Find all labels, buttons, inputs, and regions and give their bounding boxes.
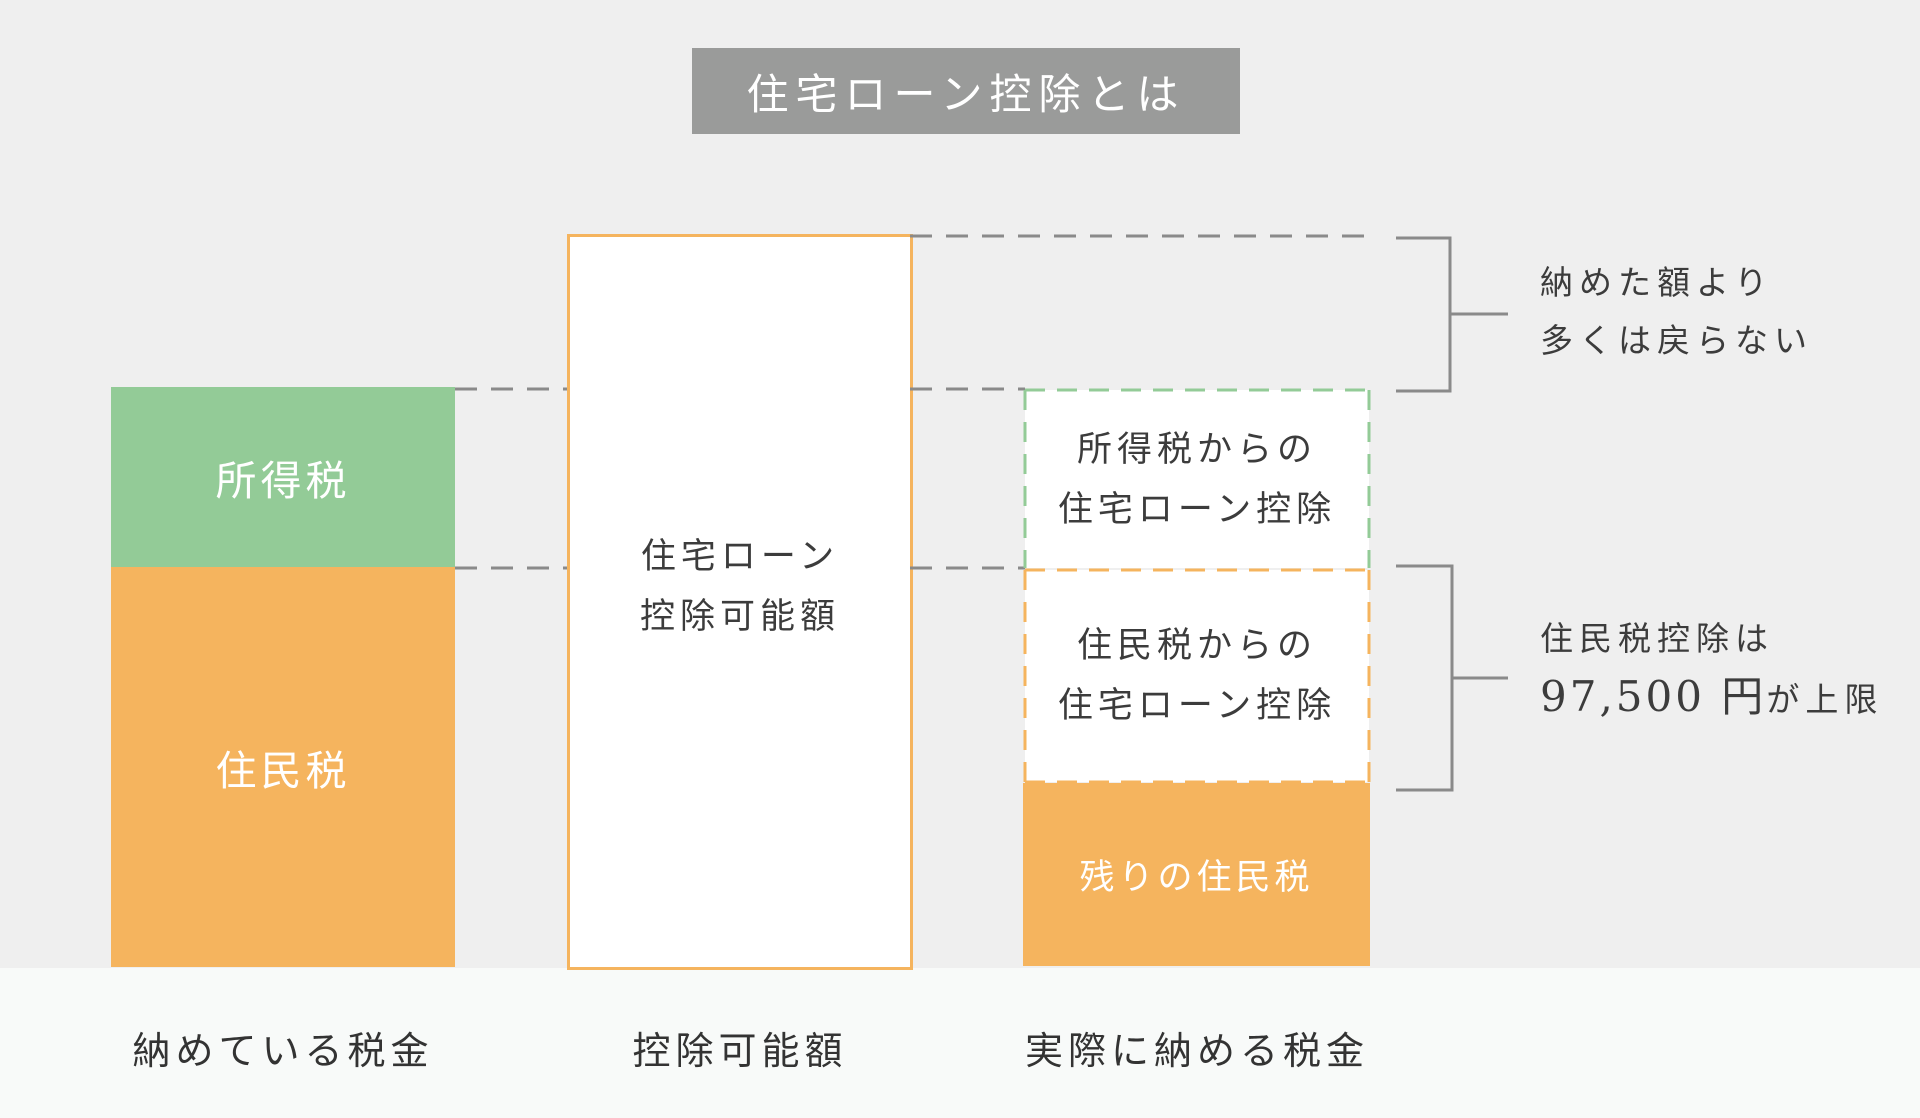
column-label-paid: 納めている税金 xyxy=(132,1029,434,1073)
deductible-text-line1: 住宅ローン xyxy=(640,537,840,577)
note-top-line2: 多くは戻らない xyxy=(1540,321,1813,360)
deductible-amount-block: 住宅ローン 控除可能額 xyxy=(567,234,913,970)
resident-tax-deduction-block: 住民税からの 住宅ローン控除 xyxy=(1025,570,1369,782)
note-resident-cap: 住民税控除は 97,500 円が上限 xyxy=(1540,610,1883,729)
income-deduction-line1: 所得税からの xyxy=(1076,430,1317,470)
page-title: 住宅ローン控除とは xyxy=(692,48,1240,134)
deductible-text: 住宅ローン 控除可能額 xyxy=(570,527,910,647)
income-tax-deduction-text: 所得税からの 住宅ローン控除 xyxy=(1025,420,1369,540)
column-label-actual: 実際に納める税金 xyxy=(1024,1029,1369,1073)
income-tax-deduction-block: 所得税からの 住宅ローン控除 xyxy=(1025,390,1369,568)
income-tax-block: 所得税 xyxy=(111,387,455,567)
column-label-deductible: 控除可能額 xyxy=(632,1029,848,1073)
cap-amount: 97,500 円 xyxy=(1540,672,1767,721)
income-tax-label: 所得税 xyxy=(215,457,351,505)
deductible-text-line2: 控除可能額 xyxy=(639,597,840,637)
income-deduction-line2: 住宅ローン控除 xyxy=(1057,490,1337,530)
resident-tax-block: 住民税 xyxy=(111,567,455,967)
remaining-resident-tax-block: 残りの住民税 xyxy=(1023,783,1370,966)
bracket-bottom xyxy=(1396,564,1454,792)
bracket-top xyxy=(1396,236,1452,393)
footer-band xyxy=(0,968,1920,1118)
resident-deduction-line2: 住宅ローン控除 xyxy=(1057,686,1337,726)
resident-tax-deduction-text: 住民税からの 住宅ローン控除 xyxy=(1025,616,1369,736)
note-bottom-line1: 住民税控除は xyxy=(1540,619,1774,658)
remaining-resident-tax-label: 残りの住民税 xyxy=(1079,858,1314,898)
note-bottom-line2: 97,500 円が上限 xyxy=(1540,668,1883,729)
resident-tax-label: 住民税 xyxy=(215,747,351,795)
cap-suffix: が上限 xyxy=(1766,680,1884,719)
note-refund-limit: 納めた額より 多くは戻らない xyxy=(1540,254,1813,370)
note-top-line1: 納めた額より xyxy=(1540,263,1774,302)
resident-deduction-line1: 住民税からの xyxy=(1076,626,1317,666)
